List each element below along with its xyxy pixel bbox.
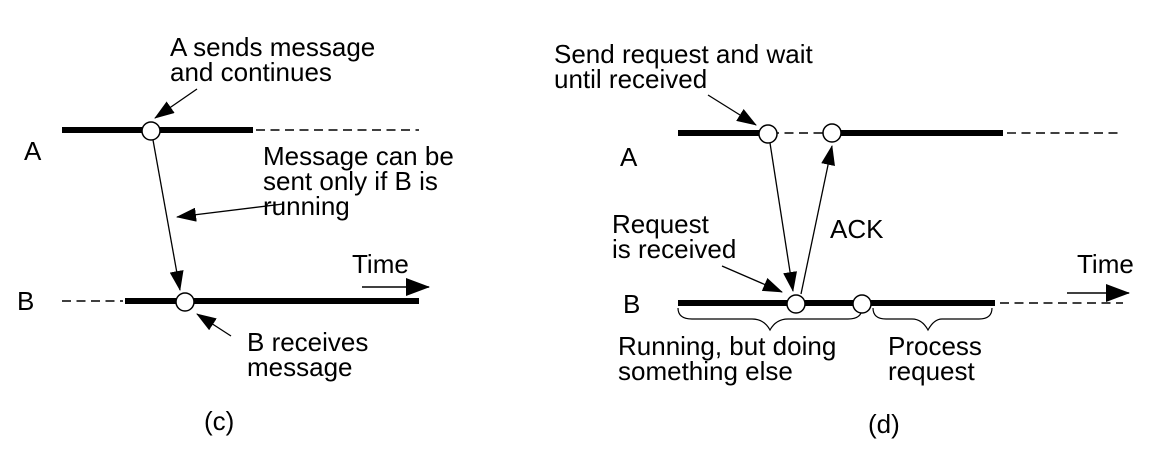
c-message-arrow [152, 139, 184, 291]
c-receive-event-marker [175, 292, 195, 312]
panel-d-diagram [677, 94, 1130, 332]
d-ack-message-arrow [800, 145, 835, 295]
c-process-a-label: A [24, 136, 42, 166]
d-caption: (d) [868, 409, 900, 439]
c-note-condition: Message can be sent only if B is running [263, 141, 454, 221]
c-note-send-arrow [154, 88, 198, 119]
d-note-process: Process request [888, 331, 982, 386]
d-process-a-label: A [620, 142, 638, 172]
d-send-event-marker [758, 124, 778, 144]
c-note-receive: B receives message [247, 327, 369, 382]
c-note-condition-arrow [176, 203, 284, 222]
c-send-event-marker [141, 121, 161, 141]
panel-c-diagram [62, 88, 430, 337]
c-time-label: Time [352, 249, 409, 279]
d-note-received-arrow [721, 265, 783, 293]
d-note-received: Request is received [612, 209, 737, 264]
d-note-send-arrow [707, 94, 757, 126]
d-request-receive-event-marker [786, 294, 806, 314]
d-process-brace [872, 307, 993, 332]
d-time-label: Time [1077, 249, 1134, 279]
c-process-b-label: B [17, 286, 35, 316]
d-note-ack: ACK [830, 214, 884, 244]
d-request-message-arrow [769, 142, 797, 292]
c-note-receive-arrow [196, 313, 232, 337]
d-process-start-event-marker [852, 294, 872, 314]
d-note-send: Send request and wait until received [554, 39, 813, 94]
d-note-running: Running, but doing something else [618, 331, 837, 386]
c-caption: (c) [204, 406, 235, 436]
d-process-b-label: B [623, 289, 641, 319]
d-ack-receive-event-marker [822, 123, 842, 143]
c-note-send: A sends message and continues [170, 32, 376, 87]
d-running-brace [677, 307, 863, 332]
